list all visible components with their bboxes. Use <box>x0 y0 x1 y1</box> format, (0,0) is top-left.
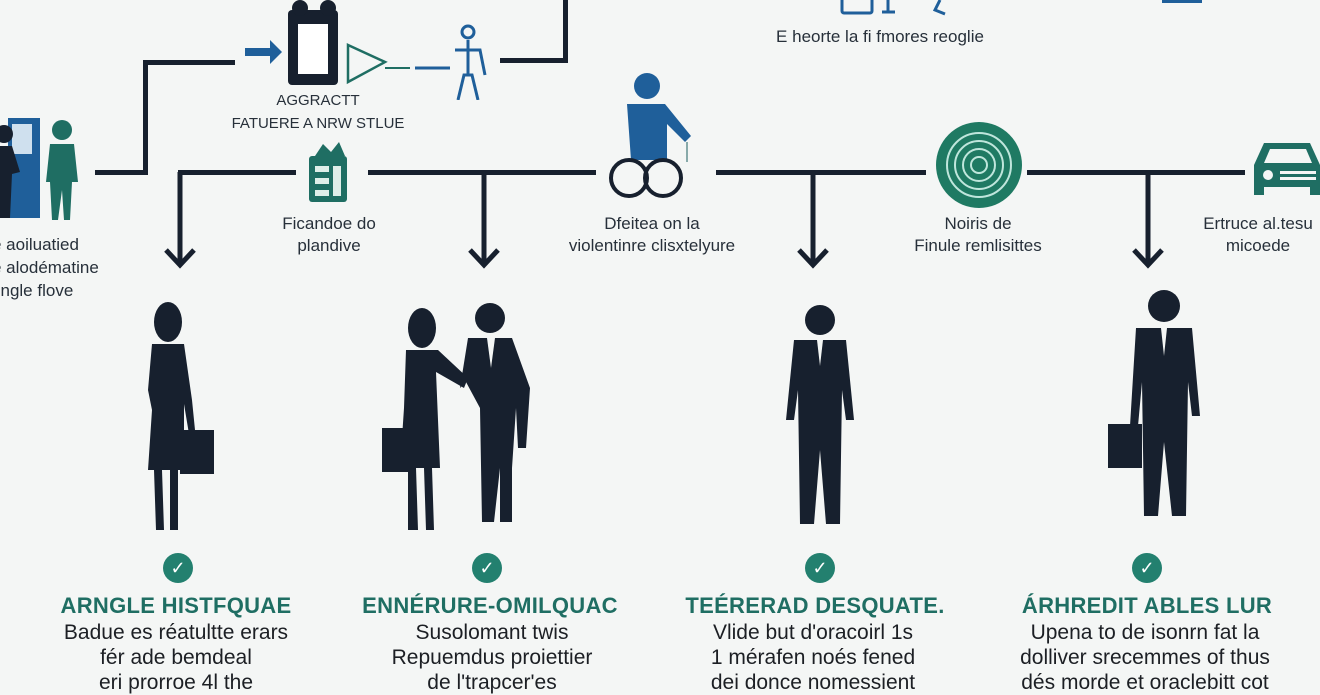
column-body-line: fér ade bemdeal <box>100 646 252 669</box>
connector-line <box>500 58 568 63</box>
column-body-line: Susolomant twis <box>415 621 569 644</box>
businesswoman-silhouette <box>148 302 214 530</box>
column-body: Badue es réatultte erars fér ade bemdeal… <box>64 620 288 695</box>
monitor-icon <box>840 0 946 16</box>
node-label-line: Ficandoe do <box>282 214 376 233</box>
abstract-process-icon <box>245 0 487 100</box>
column-body-line: Vlide but d'oracoirl 1s <box>712 621 914 644</box>
left-label: e aoiluatied e alodématine tingle flove <box>0 233 99 302</box>
people-atm-icon <box>0 118 78 220</box>
node-label-line: Ertruce al.tesu <box>1203 214 1313 233</box>
connector-line <box>143 60 235 65</box>
column-body-line: dés morde et oraclebitt cot <box>1021 671 1269 694</box>
top-right-label: E heorte la fi fmores reoglie <box>776 27 984 46</box>
fingerprint-icon <box>936 122 1022 208</box>
column-title: ENNÉRURE-OMILQUAC <box>362 593 618 618</box>
abstract-title: AGGRACTT <box>276 92 360 109</box>
column-body-line: Upena to de isonrn fat la <box>1030 621 1260 644</box>
businessman-silhouette <box>786 305 854 524</box>
node-label: Ertruce al.tesu micoede <box>1203 213 1313 257</box>
handshake-silhouette <box>382 303 530 530</box>
column-body-line: de l'trapcer'es <box>427 671 557 694</box>
column-title: TEÉRERAD DESQUATE. <box>685 593 945 618</box>
node-label: Dfeitea on la violentinre clisxtelyure <box>569 213 735 257</box>
check-icon: ✓ <box>472 553 502 583</box>
column-body-line: Repuemdus proiettier <box>391 646 593 669</box>
down-arrow-icon <box>164 172 196 269</box>
left-label-line: e alodématine <box>0 258 99 277</box>
left-label-line: tingle flove <box>0 281 74 300</box>
column-body-line: dolliver srecemmes of thus <box>1020 646 1270 669</box>
left-label-line: e aoiluatied <box>0 235 79 254</box>
node-label-line: micoede <box>1225 236 1291 255</box>
node-label: Noiris de Finule remlisittes <box>914 213 1042 257</box>
down-arrow-icon <box>1132 172 1164 269</box>
connector-line <box>95 170 147 175</box>
timeline-line <box>716 170 926 175</box>
column-body-line: eri prorroe 4l the <box>98 671 254 694</box>
column-title: ARNGLE HISTFQUAE <box>60 593 292 618</box>
node-label-line: plandive <box>297 236 361 255</box>
timeline-line <box>178 170 296 175</box>
connector-line <box>563 0 568 63</box>
businessman-briefcase-silhouette <box>1108 290 1200 516</box>
check-icon: ✓ <box>1132 553 1162 583</box>
column-body: Vlide but d'oracoirl 1s 1 mérafen noés f… <box>711 620 915 695</box>
node-label-line: Finule remlisittes <box>914 236 1042 255</box>
timeline-line <box>1027 170 1245 175</box>
wheelchair-person-icon <box>609 73 691 198</box>
node-label-line: violentinre clisxtelyure <box>568 236 736 255</box>
check-icon: ✓ <box>805 553 835 583</box>
connector-line <box>143 60 148 175</box>
node-label: Ficandoe do plandive <box>282 213 376 257</box>
node-label-line: Noiris de <box>944 214 1012 233</box>
car-icon <box>1254 143 1320 195</box>
ticket-icon <box>309 142 347 202</box>
column-body-line: 1 mérafen noés fened <box>710 646 916 669</box>
column-body-line: dei donce nomessient <box>710 671 916 694</box>
down-arrow-icon <box>468 172 500 269</box>
down-arrow-icon <box>797 172 829 269</box>
abstract-subtitle: FATUERE A NRW STLUE <box>231 115 405 132</box>
top-right-decoration <box>1162 0 1202 3</box>
column-body: Susolomant twis Repuemdus proiettier de … <box>392 620 593 695</box>
column-title: ÁRHREDIT ABLES LUR <box>1021 593 1273 618</box>
check-icon: ✓ <box>163 553 193 583</box>
node-label-line: Dfeitea on la <box>604 214 700 233</box>
column-body-line: Badue es réatultte erars <box>63 621 289 644</box>
column-body: Upena to de isonrn fat la dolliver srece… <box>1020 620 1270 695</box>
